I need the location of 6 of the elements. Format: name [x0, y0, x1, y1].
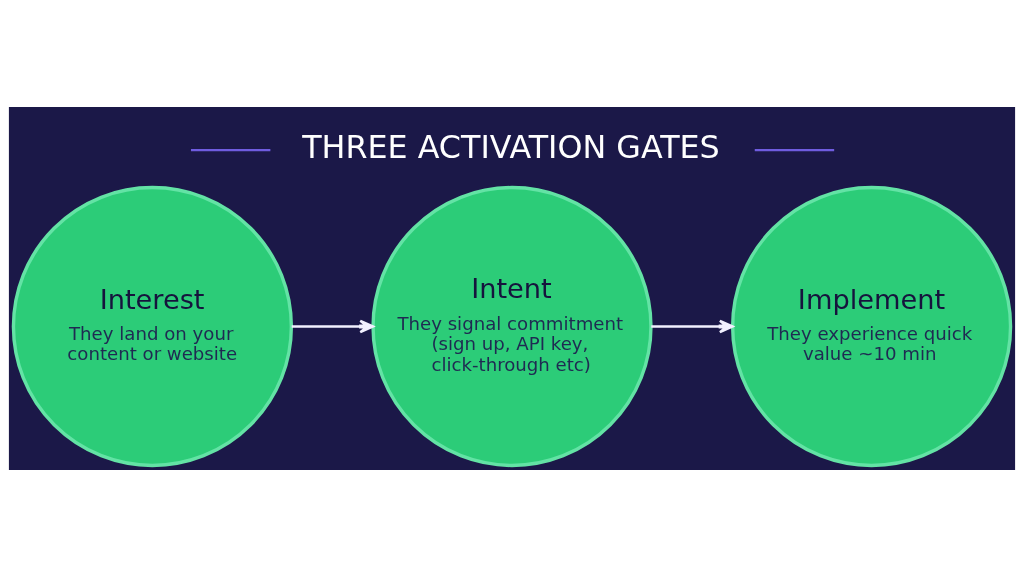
arrow [291, 319, 375, 333]
arrow [651, 319, 734, 333]
node-circle: Interest They land on your content or website [11, 185, 294, 467]
node-circle: Implement They experience quick value ~10 min [730, 185, 1013, 467]
node-circle: Intent They signal commitment (sign up, API key, click-through etc) [371, 185, 653, 467]
diagram-title: THREE ACTIVATION GATES [302, 128, 720, 165]
